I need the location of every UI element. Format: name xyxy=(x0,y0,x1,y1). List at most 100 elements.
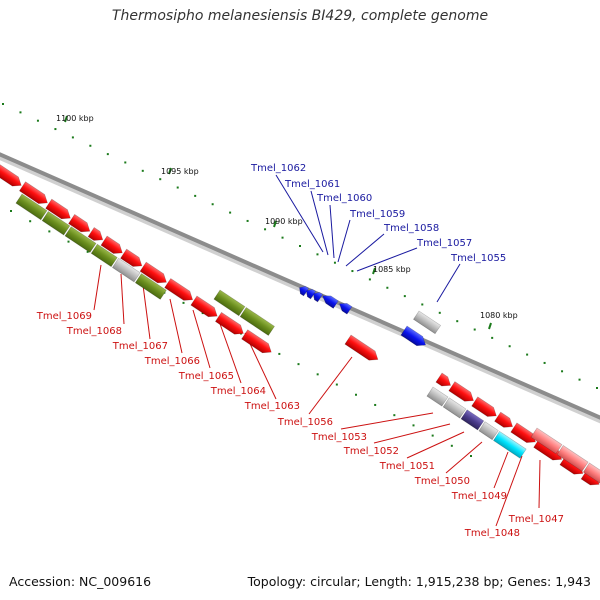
leader-line xyxy=(345,233,385,267)
gene-forward-11[interactable] xyxy=(214,311,246,338)
cog-grey-1055[interactable] xyxy=(413,310,442,335)
gene-label[interactable]: Tmel_1064 xyxy=(210,386,266,397)
gene-forward-4[interactable] xyxy=(68,214,93,235)
cog-pink-1[interactable] xyxy=(530,427,563,455)
gene-label[interactable]: Tmel_1056 xyxy=(277,417,333,428)
leader-line xyxy=(406,431,465,459)
gc-inner-dot xyxy=(316,373,319,376)
gc-outer-dot xyxy=(246,219,249,222)
gene-track xyxy=(0,161,600,490)
gene-forward-2[interactable] xyxy=(19,181,50,208)
gc-inner-dot xyxy=(355,393,357,396)
cog-pink-3[interactable] xyxy=(582,462,600,490)
gene-label[interactable]: Tmel_1049 xyxy=(451,491,507,502)
gene-label[interactable]: Tmel_1048 xyxy=(464,528,520,539)
gc-outer-dot xyxy=(141,169,144,172)
cog-left-1[interactable] xyxy=(15,193,48,221)
cog-mid-2[interactable] xyxy=(239,307,275,336)
gene-label[interactable]: Tmel_1065 xyxy=(178,371,234,382)
gene-forward-3[interactable] xyxy=(45,198,74,223)
gene-label[interactable]: Tmel_1047 xyxy=(508,514,564,525)
leader-line xyxy=(120,273,125,325)
gc-outer-dot xyxy=(71,136,74,139)
cog-right-5[interactable] xyxy=(493,430,527,459)
gene-forward-right-3[interactable] xyxy=(471,396,500,421)
gene-forward-12[interactable] xyxy=(241,329,275,357)
cog-right-1[interactable] xyxy=(426,386,449,407)
gc-inner-dot xyxy=(48,230,51,233)
gene-forward-right-5[interactable] xyxy=(510,422,539,447)
cog-left-2[interactable] xyxy=(41,211,71,236)
gc-outer-dot xyxy=(229,211,232,214)
gene-forward-9[interactable] xyxy=(164,278,196,304)
cog-right-2[interactable] xyxy=(442,397,467,419)
gc-inner-dot xyxy=(393,414,396,417)
cog-pink-2[interactable] xyxy=(556,445,589,472)
gc-inner-dot xyxy=(86,250,89,253)
scale-tick-mark xyxy=(168,167,172,175)
gc-outer-dot xyxy=(89,144,92,147)
gene-forward-10[interactable] xyxy=(190,295,220,321)
leader-line xyxy=(142,284,151,340)
gene-label[interactable]: Tmel_1058 xyxy=(383,223,439,234)
gc-inner-dot xyxy=(10,210,12,212)
gene-label[interactable]: Tmel_1068 xyxy=(66,326,122,337)
gene-label[interactable]: Tmel_1059 xyxy=(349,209,405,220)
gene-label[interactable]: Tmel_1052 xyxy=(343,446,399,457)
leader-line xyxy=(337,219,351,263)
gene-forward-1[interactable] xyxy=(0,161,24,190)
scale-tick-mark xyxy=(273,220,277,228)
gc-outer-dot xyxy=(54,128,57,131)
gene-forward-8[interactable] xyxy=(139,261,169,287)
cog-left-6[interactable] xyxy=(134,273,167,300)
cog-left-3[interactable] xyxy=(64,226,97,253)
cog-left-5[interactable] xyxy=(112,257,141,283)
gene-label[interactable]: Tmel_1060 xyxy=(316,193,372,204)
gc-outer-dot xyxy=(456,320,459,323)
gc-outer-dot xyxy=(543,361,546,364)
gc-outer-dot xyxy=(491,336,494,339)
map-title: Thermosipho melanesiensis BI429, complet… xyxy=(111,8,489,24)
gene-label[interactable]: Tmel_1062 xyxy=(250,163,306,174)
gene-label[interactable]: Tmel_1067 xyxy=(112,341,168,352)
gene-forward-right-4[interactable] xyxy=(494,411,516,431)
leader-line xyxy=(373,423,451,444)
gene-forward-5[interactable] xyxy=(87,227,106,244)
gene-reverse-5[interactable] xyxy=(337,300,353,315)
gene-label[interactable]: Tmel_1053 xyxy=(311,432,367,443)
gene-forward-right-1[interactable] xyxy=(435,372,454,390)
gene-label[interactable]: Tmel_1050 xyxy=(414,476,470,487)
gene-reverse-1[interactable] xyxy=(297,284,310,297)
cog-mid-1[interactable] xyxy=(213,289,246,317)
gc-outer-dot xyxy=(421,303,424,306)
gene-label[interactable]: Tmel_1061 xyxy=(284,179,340,190)
gc-inner-dot xyxy=(182,301,185,304)
gene-forward-right-2[interactable] xyxy=(448,381,477,406)
gc-outer-dot xyxy=(578,378,581,381)
cog-right-3[interactable] xyxy=(460,409,485,431)
gene-reverse-6[interactable] xyxy=(400,325,429,350)
gene-forward-1056[interactable] xyxy=(344,334,381,364)
gene-label[interactable]: Tmel_1066 xyxy=(144,356,200,367)
gc-inner-dot xyxy=(278,352,281,355)
gene-label[interactable]: Tmel_1055 xyxy=(450,253,506,264)
gc-outer-dot xyxy=(561,370,564,373)
scale-tick-mark xyxy=(488,322,492,330)
gene-reverse-2[interactable] xyxy=(304,287,317,300)
gene-reverse-4[interactable] xyxy=(320,292,339,309)
gene-label[interactable]: Tmel_1051 xyxy=(379,461,435,472)
gene-label[interactable]: Tmel_1057 xyxy=(416,238,472,249)
scale-tick-label: 1100 kbp xyxy=(56,114,94,123)
cog-right-4[interactable] xyxy=(478,421,499,441)
gc-outer-dot xyxy=(124,161,127,164)
gene-label[interactable]: Tmel_1069 xyxy=(36,311,92,322)
gc-inner-dot xyxy=(297,363,300,366)
gc-dots xyxy=(2,103,598,457)
gene-forward-7[interactable] xyxy=(120,248,145,270)
gene-forward-6[interactable] xyxy=(100,235,125,257)
gc-inner-dot xyxy=(431,434,434,437)
gene-reverse-3[interactable] xyxy=(311,290,324,303)
scale-tick-label: 1085 kbp xyxy=(373,265,411,274)
gene-label[interactable]: Tmel_1063 xyxy=(244,401,300,412)
cog-left-4[interactable] xyxy=(90,243,118,268)
